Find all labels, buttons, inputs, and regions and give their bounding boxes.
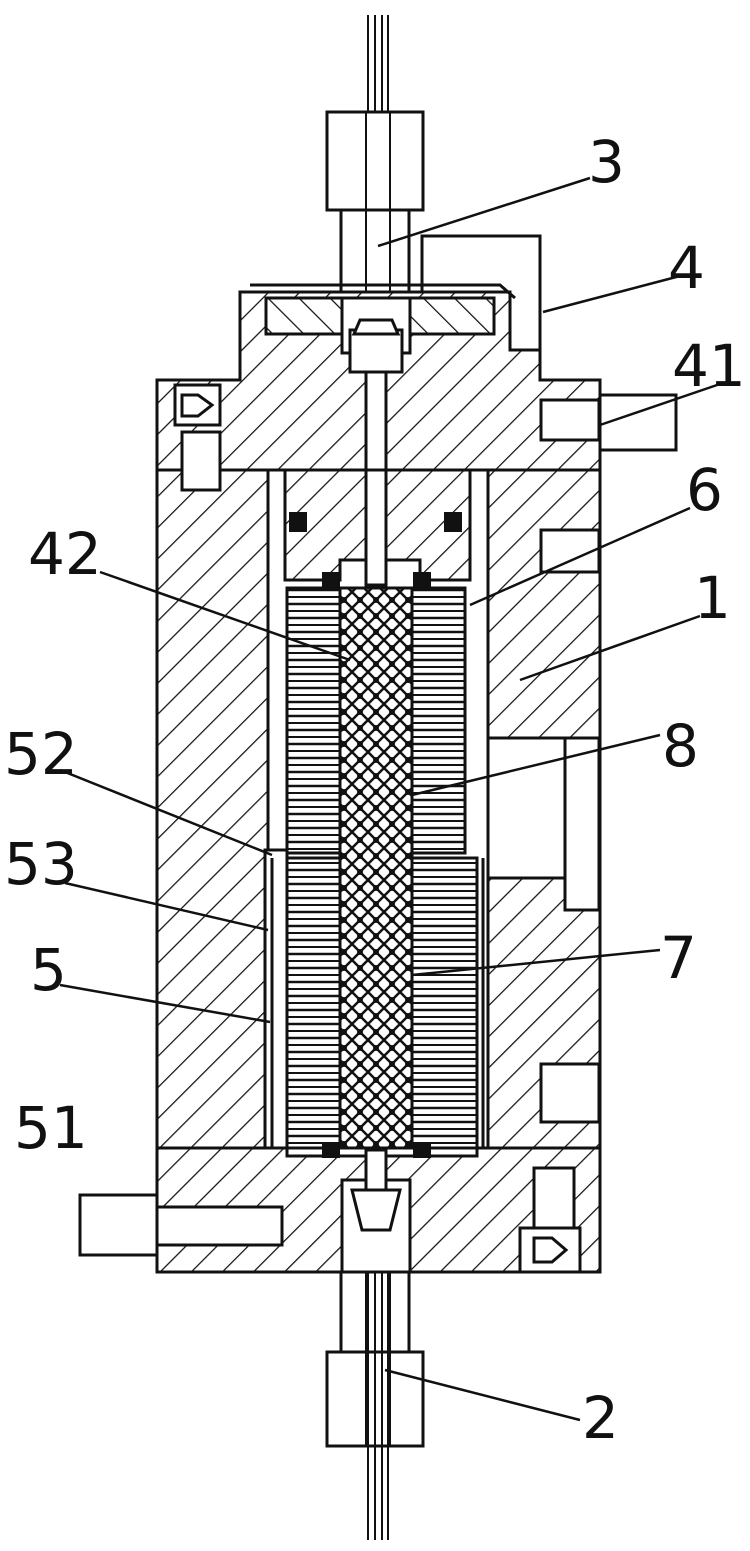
- outlet-port-block: [420, 234, 542, 350]
- top-cap: [155, 283, 602, 472]
- callout-1: 1: [694, 564, 731, 632]
- bottom-tube: [367, 1272, 389, 1540]
- bottom-cap: [155, 1142, 602, 1274]
- top-fitting-nut: [325, 110, 425, 297]
- leader-lines: [59, 176, 721, 1422]
- callout-52: 52: [4, 720, 78, 788]
- callout-3: 3: [588, 128, 625, 196]
- callout-labels: 3 4 41 6 42 1 8 52 53 7 5 51 2: [4, 128, 746, 1452]
- callout-4: 4: [668, 234, 705, 302]
- callout-8: 8: [662, 712, 699, 780]
- callout-42: 42: [28, 520, 102, 588]
- side-port-41: [600, 393, 678, 452]
- upper-inner-plug: [283, 468, 472, 590]
- callout-5: 5: [30, 936, 67, 1004]
- callout-53: 53: [4, 830, 78, 898]
- callout-51: 51: [14, 1094, 88, 1162]
- callout-6: 6: [686, 456, 723, 524]
- callout-41: 41: [672, 332, 746, 400]
- callout-2: 2: [582, 1384, 619, 1452]
- central-mesh-column: [338, 586, 414, 1150]
- callout-7: 7: [660, 924, 697, 992]
- side-port-51: [78, 1193, 157, 1257]
